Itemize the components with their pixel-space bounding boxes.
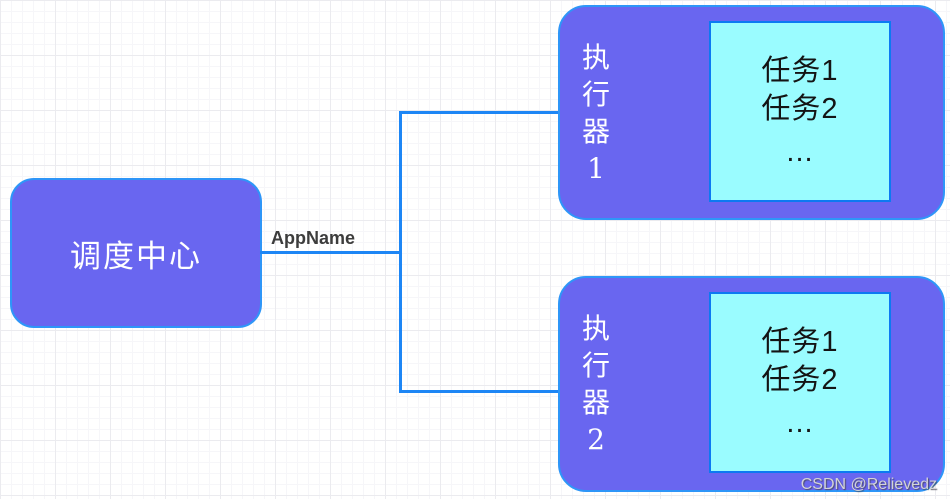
executor-2-label-char: 执 — [581, 312, 610, 345]
executor-2-label: 执 行 器 2 — [560, 278, 632, 490]
connector-to-executor-1 — [399, 111, 559, 114]
executor-2-label-char: 行 — [581, 349, 610, 382]
connector-to-executor-2 — [399, 390, 559, 393]
executor-2-label-char: 器 — [581, 386, 610, 419]
executor-2-node: 执 行 器 2 任务1 任务2 ... — [558, 276, 945, 492]
executor-1-label-char: 执 — [581, 40, 610, 74]
executor-1-label: 执 行 器 1 — [560, 7, 632, 218]
connector-scheduler-to-junction — [260, 251, 401, 254]
task-item-ellipsis: ... — [786, 136, 814, 168]
task-item: 任务2 — [761, 93, 839, 125]
executor-2-task-panel: 任务1 任务2 ... — [709, 292, 891, 473]
task-item: 任务2 — [761, 364, 839, 396]
task-item: 任务1 — [761, 55, 839, 87]
task-item-ellipsis: ... — [786, 407, 814, 439]
executor-2-label-char: 2 — [587, 423, 605, 456]
task-item: 任务1 — [761, 326, 839, 358]
executor-1-label-char: 行 — [581, 77, 610, 111]
connection-label: AppName — [271, 228, 356, 248]
connector-vertical-trunk — [399, 111, 402, 393]
executor-1-task-panel: 任务1 任务2 ... — [709, 21, 891, 202]
csdn-watermark: CSDN @Relievedz — [800, 476, 937, 493]
executor-1-node: 执 行 器 1 任务1 任务2 ... — [558, 5, 945, 220]
scheduler-label: 调度中心 — [70, 238, 202, 275]
scheduler-node: 调度中心 — [10, 178, 262, 328]
executor-1-label-char: 器 — [581, 114, 610, 148]
executor-1-label-char: 1 — [587, 151, 605, 185]
